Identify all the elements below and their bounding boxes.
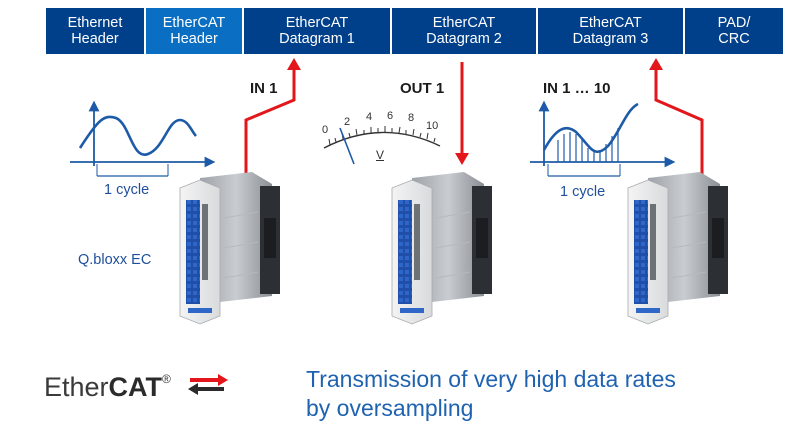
signal-label-in1: IN 1 — [250, 80, 278, 97]
in1-10-arrowhead — [649, 58, 663, 70]
cycle-label-left: 1 cycle — [104, 182, 150, 198]
ethercat-frame-bar: Ethernet Header EtherCAT Header EtherCAT… — [46, 8, 783, 54]
segment-datagram-3: EtherCAT Datagram 3 — [538, 8, 683, 54]
logo-part-ether: Ether — [44, 372, 109, 402]
signal-label-in1-10: IN 1 … 10 — [543, 80, 611, 97]
meter-unit: V — [376, 148, 385, 162]
segment-pad-crc: PAD/ CRC — [685, 8, 783, 54]
meter-scale-4: 4 — [366, 111, 373, 123]
cycle-label-right: 1 cycle — [560, 184, 606, 200]
segment-ethercat-header: EtherCAT Header — [146, 8, 242, 54]
right-waveform-chart — [530, 100, 676, 177]
in1-arrow — [244, 66, 296, 178]
meter-scale-6: 6 — [387, 110, 394, 122]
voltmeter-gauge — [323, 126, 441, 165]
out1-arrowhead — [455, 153, 469, 165]
left-sine-wave — [78, 115, 197, 156]
in1-10-arrow — [654, 66, 704, 178]
ethercat-logo: EtherCAT® — [44, 372, 171, 403]
caption: Transmission of very high data rates by … — [306, 365, 676, 423]
meter-scale-0: 0 — [322, 124, 329, 136]
meter-scale-10: 10 — [426, 120, 439, 132]
caption-line-2: by oversampling — [306, 395, 474, 421]
meter-scale-8: 8 — [408, 112, 415, 124]
left-waveform-chart — [70, 100, 216, 177]
segment-datagram-1: EtherCAT Datagram 1 — [244, 8, 390, 54]
caption-line-1: Transmission of very high data rates — [306, 366, 676, 392]
right-sine-wave — [542, 102, 639, 153]
meter-needle — [339, 127, 355, 165]
qbloxx-module-1 — [179, 172, 280, 325]
logo-part-cat: CAT — [108, 372, 163, 402]
logo-registered-mark: ® — [162, 372, 171, 386]
ethercat-logo-arrows-icon — [188, 374, 228, 395]
signal-label-out1: OUT 1 — [400, 80, 445, 97]
segment-ethernet-header: Ethernet Header — [46, 8, 144, 54]
meter-scale-2: 2 — [344, 116, 351, 128]
device-name-label: Q.bloxx EC — [78, 252, 152, 268]
segment-datagram-2: EtherCAT Datagram 2 — [392, 8, 536, 54]
qbloxx-module-2 — [391, 172, 492, 325]
sample-lines — [557, 128, 619, 162]
qbloxx-module-3 — [627, 172, 728, 325]
in1-arrowhead — [287, 58, 301, 70]
